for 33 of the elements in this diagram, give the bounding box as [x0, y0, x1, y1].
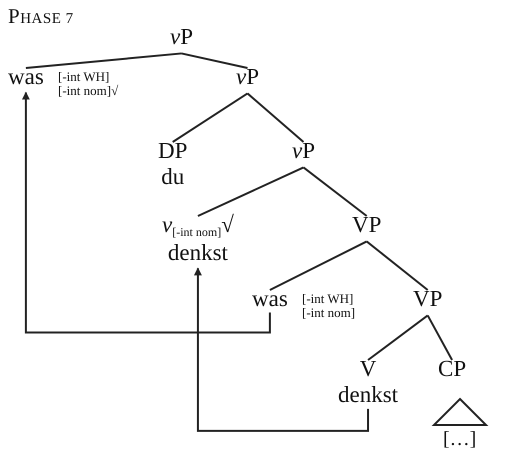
tree-node-label: VP: [413, 286, 442, 312]
tree-node-label: vP: [236, 64, 260, 90]
feature-label: [-int nom]: [302, 306, 356, 320]
phase-title: PHASE 7: [8, 4, 74, 29]
tree-node-label: was: [8, 64, 44, 90]
tree-node-label: VP: [352, 212, 382, 238]
movement-arrow: [22, 92, 271, 334]
movement-arrow: [194, 267, 370, 432]
tree-branch-line: [198, 166, 304, 217]
tree-branch-line: [246, 92, 304, 143]
tree-branch-line: [172, 92, 248, 143]
tree-branch-line: [269, 240, 368, 291]
tree-node-label: V: [360, 356, 376, 382]
feature-label: [-int nom]√: [58, 84, 118, 98]
word-label: denkst: [338, 382, 398, 409]
tree-branch-line: [367, 314, 428, 361]
word-label: denkst: [168, 240, 228, 266]
tree-node-label: was: [252, 286, 288, 312]
tree-branch-line: [426, 314, 453, 360]
triangle-symbol: [433, 398, 487, 426]
feature-label: [-int WH]: [58, 70, 110, 84]
tree-branch-line: [302, 166, 368, 217]
tree-branch-line: [26, 52, 182, 69]
word-label: du: [161, 164, 184, 191]
tree-node-label: v$_{[-int nom]}$√: [162, 212, 234, 240]
tree-node-label: vP: [292, 138, 316, 164]
tree-node-label: CP: [438, 356, 466, 382]
omitted-content-text: […]: [443, 428, 476, 451]
feature-label: [-int WH]: [302, 292, 354, 306]
tree-node-label: vP: [170, 24, 194, 50]
tree-branch-line: [181, 52, 248, 69]
tree-branch-line: [366, 240, 428, 291]
tree-node-label: DP: [158, 138, 188, 164]
